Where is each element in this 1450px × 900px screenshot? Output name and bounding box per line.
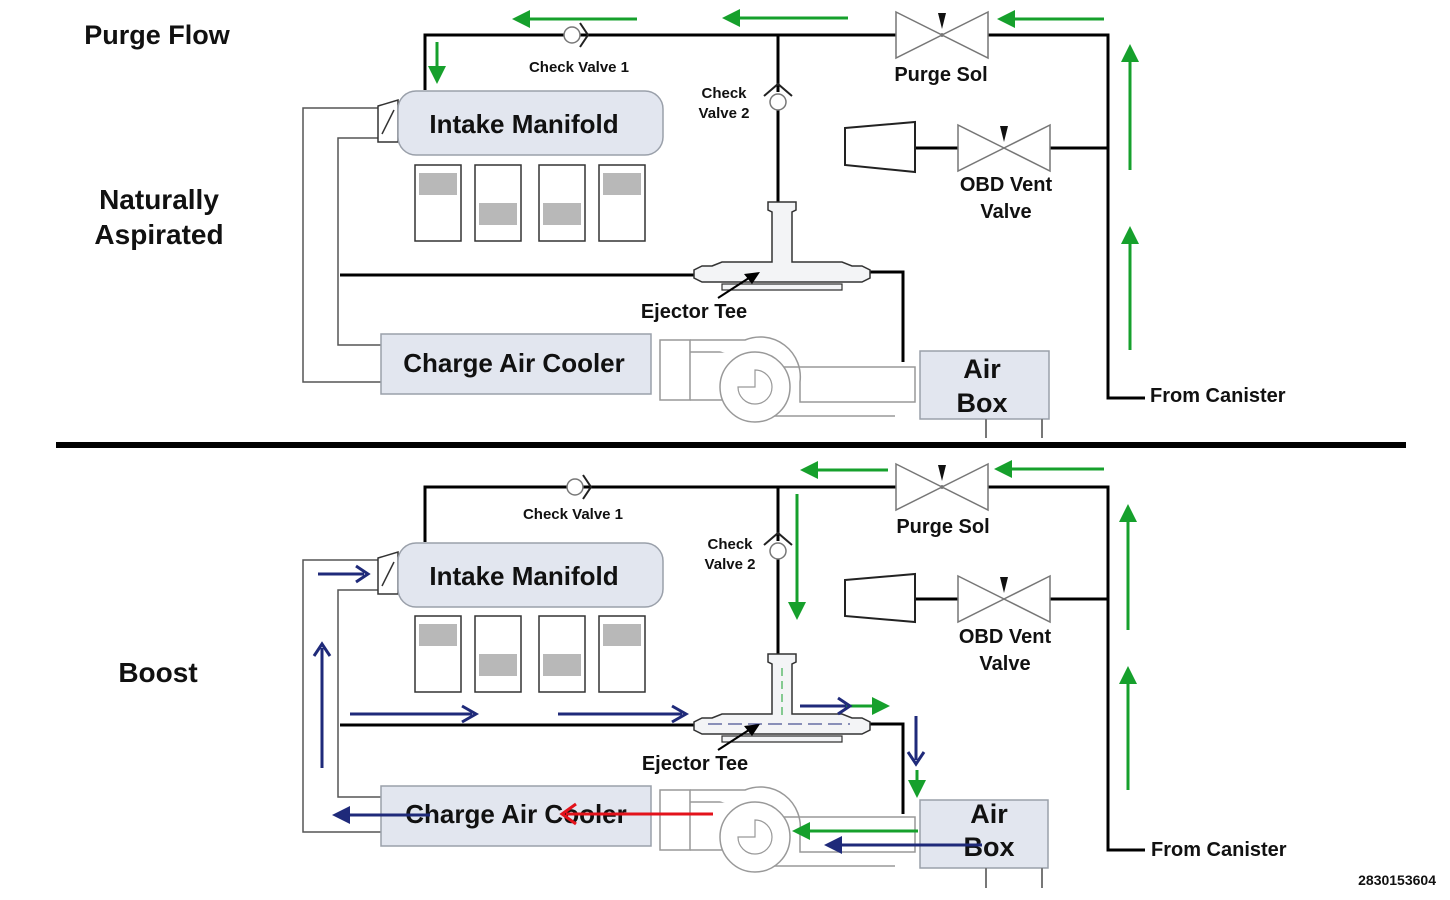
boost-top-purge-line: [423, 485, 1145, 852]
na-ejector-tee-label: Ejector Tee: [641, 301, 747, 323]
boost-check-valve-2-label-b: Valve 2: [705, 556, 756, 573]
boost-cooler-return-line: [302, 559, 382, 833]
boost-air-label: Air: [970, 799, 1008, 829]
boost-reverse-flow-arrow: [559, 802, 713, 826]
naturally-aspirated-heading-a: Naturally: [99, 184, 219, 215]
na-charge-air-cooler: [380, 333, 652, 395]
boost-purge-flow-arrows: [788, 460, 1137, 840]
na-top-purge-line: [423, 33, 1145, 400]
purge-flow-heading: Purge Flow: [84, 20, 231, 50]
boost-air-flow-arrows: [312, 564, 982, 854]
boost-turbocharger: [659, 786, 916, 873]
na-ejector-tee: [693, 201, 871, 291]
boost-tee-internal-flow: [708, 668, 850, 725]
na-check-valve-2-label-b: Valve 2: [699, 105, 750, 122]
boost-check-valve-2-label-a: Check: [707, 536, 753, 553]
na-vent-filter: [844, 120, 916, 174]
boost-vent-filter: [844, 572, 916, 624]
na-air-box: [919, 350, 1050, 420]
na-obd-vent-label-a: OBD Vent: [960, 174, 1053, 196]
na-section: Intake Manifold Check Valve 1 Check Valv…: [302, 9, 1286, 438]
na-obd-vent-label-b: Valve: [980, 201, 1031, 223]
na-air-label: Air: [963, 354, 1001, 384]
na-purge-sol-label: Purge Sol: [894, 64, 987, 86]
na-purge-solenoid: [895, 11, 989, 59]
boost-ejector-line: [340, 722, 905, 814]
na-engine-cylinders: [414, 164, 646, 242]
na-box-label: Box: [956, 388, 1007, 418]
boost-section: Intake Manifold Check Valve 1 Check Valv…: [302, 460, 1287, 888]
naturally-aspirated-heading-b: Aspirated: [94, 219, 223, 250]
boost-obd-vent-label-a: OBD Vent: [959, 626, 1052, 648]
na-cooler-return-line: [302, 107, 382, 383]
boost-obd-vent-valve: [957, 575, 1051, 623]
boost-obd-vent-label-b: Valve: [979, 653, 1030, 675]
na-check-valve-1-label: Check Valve 1: [529, 59, 629, 76]
na-turbocharger: [659, 336, 916, 423]
boost-intake-manifold: [397, 542, 664, 608]
boost-check-valve-1-label: Check Valve 1: [523, 506, 623, 523]
boost-box-label: Box: [963, 832, 1014, 862]
na-check-valve-2-label-a: Check: [701, 85, 747, 102]
boost-purge-sol-label: Purge Sol: [896, 516, 989, 538]
boost-heading: Boost: [118, 657, 197, 688]
na-obd-vent-valve: [957, 124, 1051, 172]
boost-ejector-tee-label: Ejector Tee: [642, 753, 748, 775]
boost-engine-cylinders: [414, 615, 646, 693]
na-ejector-line: [340, 270, 905, 362]
na-from-canister-label: From Canister: [1150, 385, 1286, 407]
boost-air-box: [919, 799, 1049, 869]
section-divider: [56, 442, 1406, 448]
boost-from-canister-label: From Canister: [1151, 839, 1287, 861]
boost-purge-solenoid: [895, 463, 989, 511]
na-charge-air-cooler-label: Charge Air Cooler: [403, 348, 625, 378]
na-intake-manifold: [397, 90, 664, 156]
figure-id: 2830153604: [1358, 872, 1436, 888]
boost-intake-manifold-label: Intake Manifold: [429, 561, 618, 591]
na-intake-manifold-label: Intake Manifold: [429, 109, 618, 139]
na-purge-flow-arrows: [428, 9, 1139, 350]
